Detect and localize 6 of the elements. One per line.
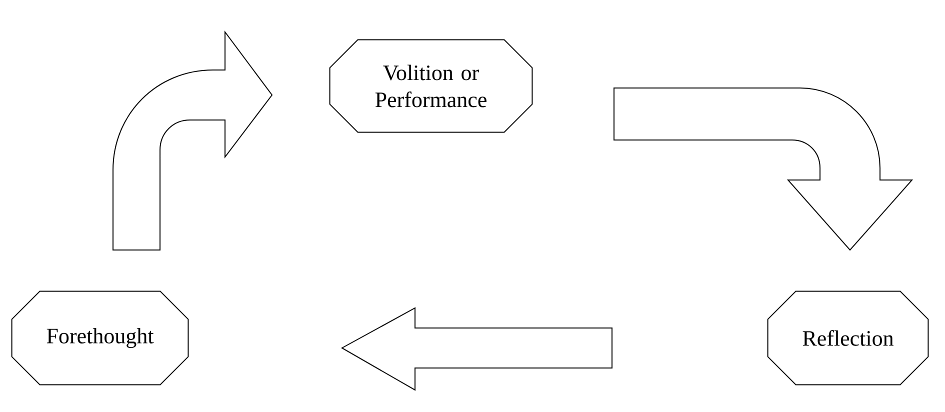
block-arrow — [340, 307, 612, 391]
block-arrow — [112, 32, 272, 250]
block-arrow — [614, 88, 912, 250]
octagon-box: Volition or Performance — [329, 39, 533, 133]
octagon-box: Reflection — [767, 290, 929, 386]
octagon-box: Forethought — [11, 290, 189, 386]
